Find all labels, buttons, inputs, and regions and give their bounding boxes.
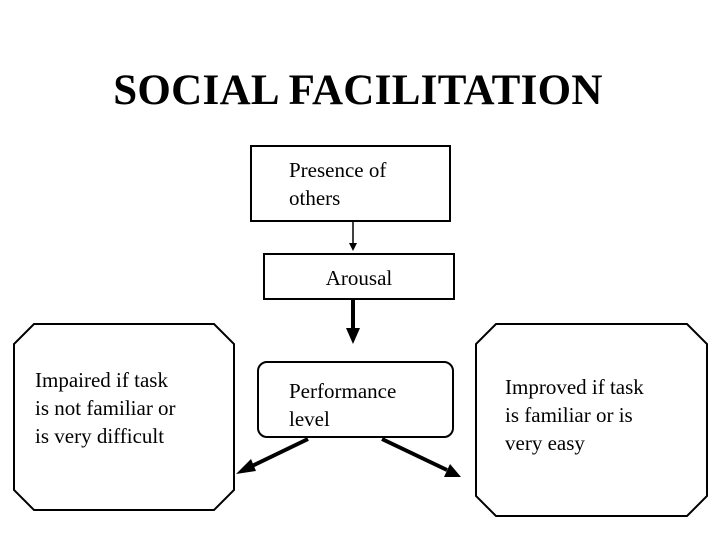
- impaired-line-3: is very difficult: [35, 424, 165, 448]
- impaired-text: Impaired if task is not familiar or is v…: [35, 366, 176, 450]
- presence-of-others-box: Presence of others: [250, 145, 451, 222]
- arousal-box: Arousal: [263, 253, 455, 300]
- arousal-label: Arousal: [325, 266, 393, 290]
- improved-line-3: very easy: [505, 431, 585, 455]
- performance-line-1: Performance: [289, 379, 397, 403]
- improved-text: Improved if task is familiar or is very …: [505, 373, 644, 457]
- improved-line-1: Improved if task: [505, 375, 644, 399]
- performance-line-2: level: [289, 407, 330, 431]
- impaired-line-1: Impaired if task: [35, 368, 168, 392]
- impaired-line-2: is not familiar or: [35, 396, 176, 420]
- performance-level-box: Performance level: [257, 361, 454, 438]
- page-title: SOCIAL FACILITATION: [113, 67, 603, 114]
- presence-line-1: Presence of: [289, 158, 387, 182]
- presence-line-2: others: [289, 186, 341, 210]
- improved-line-2: is familiar or is: [505, 403, 633, 427]
